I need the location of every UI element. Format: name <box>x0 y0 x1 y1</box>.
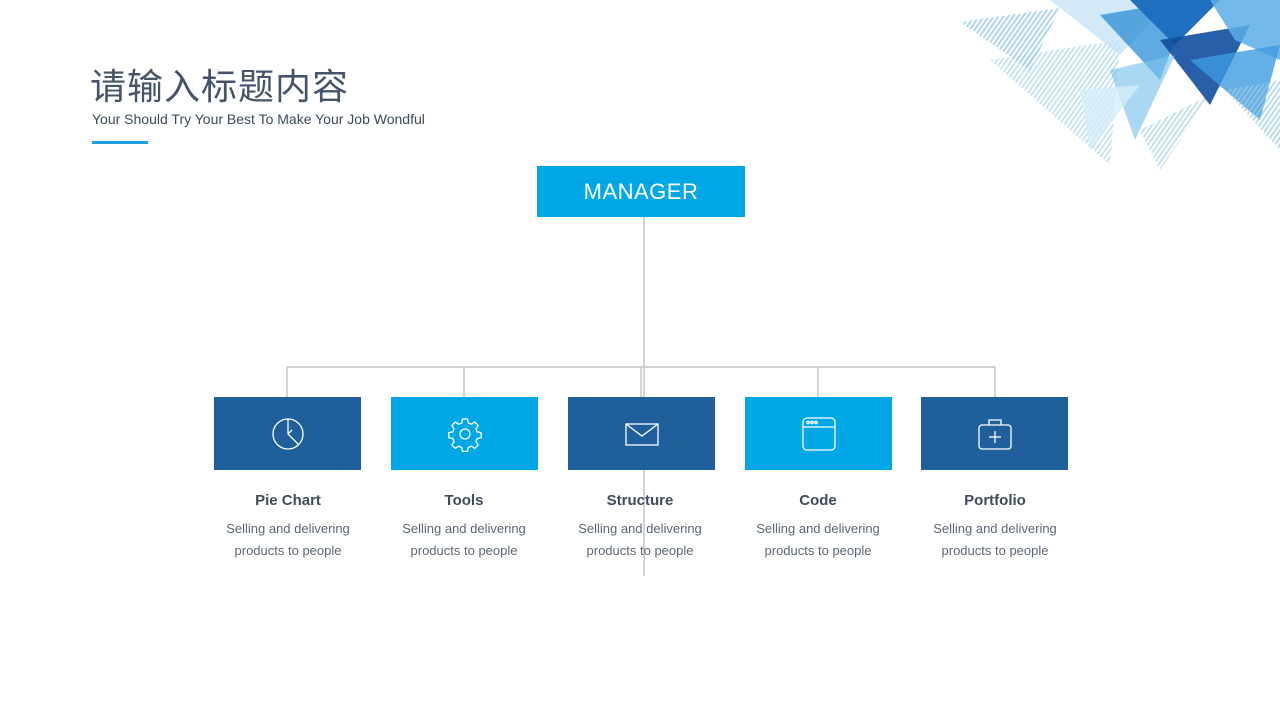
node-label-structure: Structure <box>606 492 674 509</box>
node-label-pie-chart: Pie Chart <box>255 492 321 509</box>
node-label-code: Code <box>799 492 837 509</box>
node-label-portfolio: Portfolio <box>964 492 1026 509</box>
page-title: 请输入标题内容 <box>90 67 350 108</box>
manager-node: MANAGER <box>537 166 745 217</box>
browser-window-icon <box>801 416 836 451</box>
node-label-tools: Tools <box>444 492 484 509</box>
envelope-icon <box>624 422 659 446</box>
node-code <box>745 397 892 470</box>
pie-chart-icon <box>271 417 304 450</box>
page-subtitle: Your Should Try Your Best To Make Your J… <box>92 111 425 127</box>
node-structure <box>568 397 715 470</box>
briefcase-icon <box>977 418 1012 450</box>
node-portfolio <box>921 397 1068 470</box>
gear-icon <box>447 417 482 452</box>
decorative-crystal-art <box>960 0 1280 170</box>
manager-label: MANAGER <box>583 178 699 204</box>
title-underline <box>92 141 148 144</box>
node-pie-chart <box>214 397 361 470</box>
node-tools <box>391 397 538 470</box>
